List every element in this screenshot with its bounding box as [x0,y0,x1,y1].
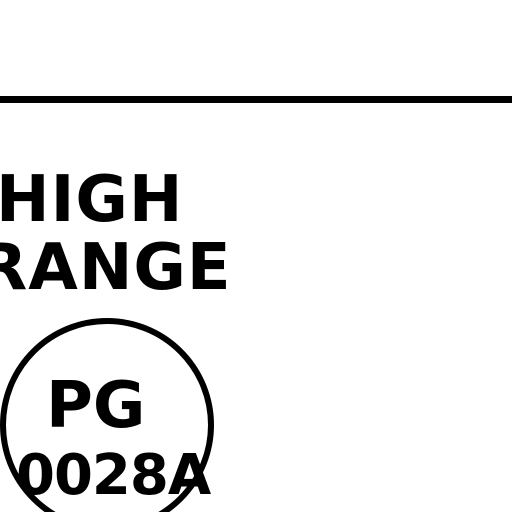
circular-seal [0,318,214,512]
label-line-high: HIGH [0,163,184,237]
label-line-range: RANGE [0,231,232,305]
seal-text-bottom: 0028A [16,443,211,508]
horizontal-rule [0,96,512,103]
seal-text-top: PG [46,369,146,443]
